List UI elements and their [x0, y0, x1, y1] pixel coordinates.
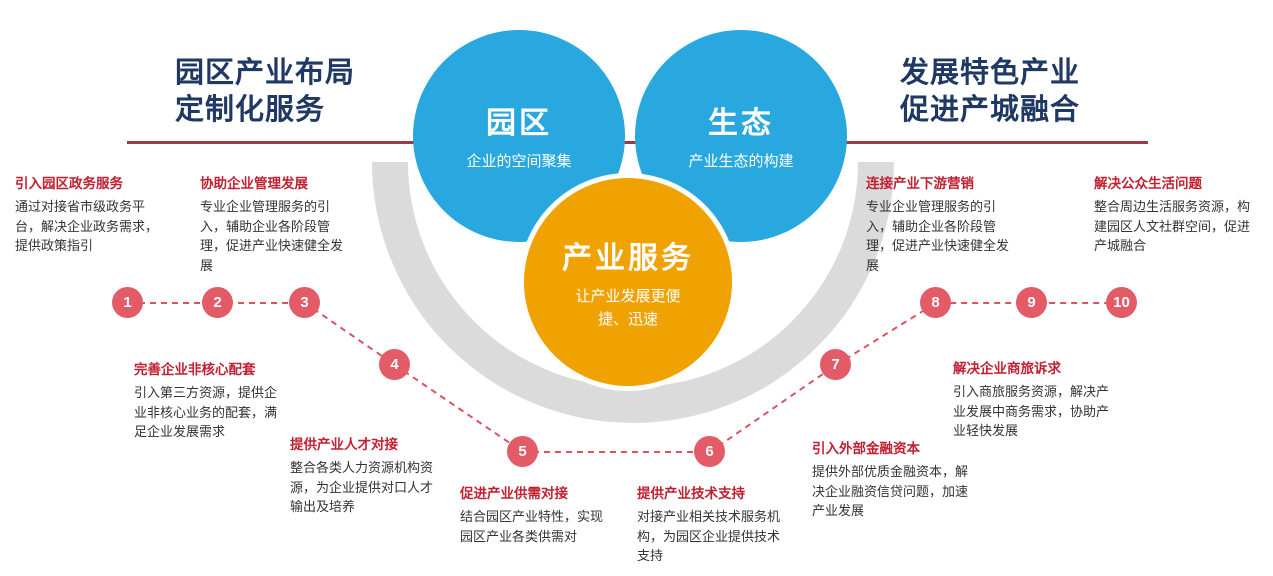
step-node-4: 4: [379, 349, 410, 380]
step-node-8: 8: [920, 287, 951, 318]
ecology-bubble-title: 生态: [708, 107, 774, 141]
step-title-5: 促进产业供需对接: [460, 486, 568, 501]
right-title-line2: 促进产城融合: [900, 94, 1081, 127]
step-desc-7: 提供外部优质金融资本，解决企业融资信贷问题，加速产业发展: [812, 464, 969, 518]
industry-service-bubble-title: 产业服务: [562, 242, 694, 275]
dashed-connector-line: [128, 302, 1122, 453]
step-block-9: 解决企业商旅诉求 引入商旅服务资源，解决产业发展中商务需求，协助产业轻快发展: [953, 357, 1113, 441]
step-node-9: 9: [1016, 287, 1047, 318]
step-desc-4: 整合各类人力资源机构资源，为企业提供对口人才输出及培养: [290, 460, 434, 514]
step-node-3: 3: [289, 287, 320, 318]
step-block-10: 解决公众生活问题 整合周边生活服务资源，构建园区人文社群空间，促进产城融合: [1094, 172, 1254, 256]
step-node-1: 1: [112, 287, 143, 318]
step-title-3: 完善企业非核心配套: [134, 362, 256, 377]
step-desc-6: 对接产业相关技术服务机构，为园区企业提供技术支持: [637, 509, 781, 563]
step-title-6: 提供产业技术支持: [637, 486, 745, 501]
right-section-title: 发展特色产业 促进产城融合: [900, 55, 1080, 129]
left-title-line2: 定制化服务: [175, 94, 326, 127]
step-desc-2: 专业企业管理服务的引入，辅助企业各阶段管理，促进产业快速健全发展: [200, 199, 344, 273]
step-title-7: 引入外部金融资本: [812, 441, 920, 456]
step-desc-8: 专业企业管理服务的引入，辅助企业各阶段管理，促进产业快速健全发展: [866, 199, 1010, 273]
ecology-bubble-subtitle: 产业生态的构建: [688, 153, 794, 171]
step-node-6: 6: [694, 436, 725, 467]
step-node-5: 5: [507, 436, 538, 467]
step-title-10: 解决公众生活问题: [1094, 176, 1202, 191]
step-node-10: 10: [1106, 287, 1137, 318]
step-desc-3: 引入第三方资源，提供企业非核心业务的配套，满足企业发展需求: [134, 385, 278, 439]
industry-service-bubble-subtitle: 让产业发展更便捷、迅速: [575, 288, 681, 328]
right-title-line1: 发展特色产业: [900, 57, 1081, 89]
industry-service-bubble: 产业服务 让产业发展更便捷、迅速: [519, 173, 737, 391]
left-section-title: 园区产业布局 定制化服务: [175, 55, 355, 129]
step-desc-5: 结合园区产业特性，实现园区产业各类供需对: [460, 509, 604, 544]
step-desc-9: 引入商旅服务资源，解决产业发展中商务需求，协助产业轻快发展: [953, 384, 1110, 438]
step-block-8: 连接产业下游营销 专业企业管理服务的引入，辅助企业各阶段管理，促进产业快速健全发…: [866, 172, 1016, 275]
step-block-2: 协助企业管理发展 专业企业管理服务的引入，辅助企业各阶段管理，促进产业快速健全发…: [200, 172, 350, 275]
park-bubble-subtitle: 企业的空间聚集: [466, 153, 572, 171]
step-block-4: 提供产业人才对接 整合各类人力资源机构资源，为企业提供对口人才输出及培养: [290, 433, 440, 517]
step-title-1: 引入园区政务服务: [15, 176, 123, 191]
step-block-7: 引入外部金融资本 提供外部优质金融资本，解决企业融资信贷问题，加速产业发展: [812, 437, 972, 521]
step-block-6: 提供产业技术支持 对接产业相关技术服务机构，为园区企业提供技术支持: [637, 482, 787, 566]
gray-arc: [372, 161, 894, 423]
step-node-7: 7: [820, 349, 851, 380]
step-block-5: 促进产业供需对接 结合园区产业特性，实现园区产业各类供需对: [460, 482, 610, 546]
step-block-3: 完善企业非核心配套 引入第三方资源，提供企业非核心业务的配套，满足企业发展需求: [134, 358, 289, 442]
step-desc-1: 通过对接省市级政务平台，解决企业政务需求，提供政策指引: [15, 199, 159, 253]
step-title-2: 协助企业管理发展: [200, 176, 308, 191]
step-title-8: 连接产业下游营销: [866, 176, 974, 191]
left-title-line1: 园区产业布局: [175, 57, 356, 89]
step-node-2: 2: [202, 287, 233, 318]
step-title-4: 提供产业人才对接: [290, 437, 398, 452]
step-desc-10: 整合周边生活服务资源，构建园区人文社群空间，促进产城融合: [1094, 199, 1251, 253]
step-block-1: 引入园区政务服务 通过对接省市级政务平台，解决企业政务需求，提供政策指引: [15, 172, 165, 256]
park-bubble-title: 园区: [486, 107, 552, 141]
step-title-9: 解决企业商旅诉求: [953, 361, 1061, 376]
